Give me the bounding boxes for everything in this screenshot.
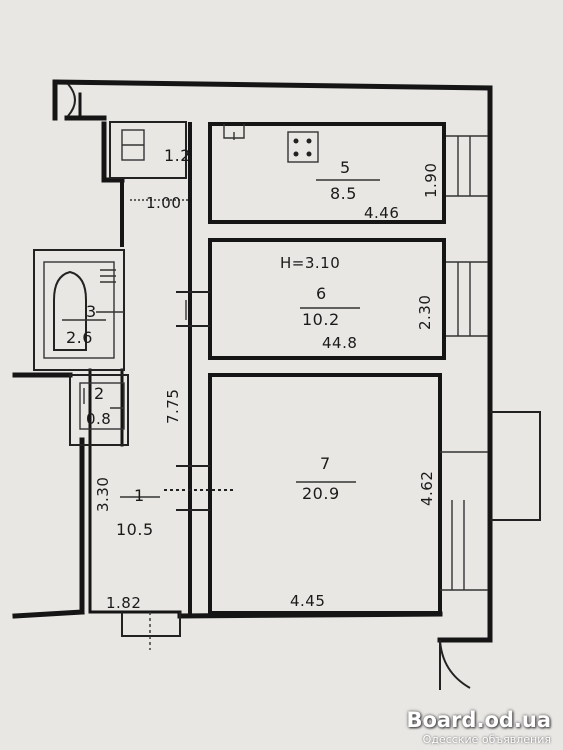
room-5-area: 8.5 bbox=[330, 184, 357, 203]
room-7-width-label: 4.62 bbox=[418, 470, 436, 506]
ceiling-height-label: H=3.10 bbox=[280, 254, 341, 272]
room-5-width-label: 1.90 bbox=[422, 162, 440, 198]
room-4-outline bbox=[109, 121, 187, 179]
room-2-area: 0.8 bbox=[86, 410, 112, 428]
exterior-walls bbox=[12, 79, 493, 643]
room-3-number: 3 bbox=[86, 302, 97, 321]
room-7-length-label: 4.45 bbox=[290, 592, 326, 610]
total-area-label: 44.8 bbox=[322, 334, 358, 352]
room-1-width-label: 1.82 bbox=[106, 594, 142, 612]
room-7-outline bbox=[208, 373, 442, 615]
corridor-width-label: 1.00 bbox=[146, 194, 182, 212]
room-5-length-label: 4.46 bbox=[364, 204, 400, 222]
room-7-number: 7 bbox=[320, 454, 331, 473]
door-openings bbox=[96, 291, 236, 650]
room-2-outline bbox=[69, 374, 129, 446]
room-5-outline bbox=[208, 122, 446, 224]
corridor-length-label: 7.75 bbox=[164, 388, 182, 424]
room-1-number: 1 bbox=[134, 486, 145, 505]
room-5-number: 5 bbox=[340, 158, 351, 177]
stove-fixture bbox=[287, 131, 319, 163]
room-6-outline bbox=[208, 238, 446, 360]
watermark-site: Board.od.ua bbox=[406, 708, 551, 732]
room-1-area: 10.5 bbox=[116, 520, 154, 539]
dimension-lines bbox=[62, 179, 380, 498]
wall-corner-top-left bbox=[67, 83, 76, 117]
corridor-walls bbox=[88, 121, 192, 614]
room-6-width-label: 2.30 bbox=[416, 294, 434, 330]
bathtub-fixture bbox=[53, 270, 87, 351]
room-1-length-label: 3.30 bbox=[94, 476, 112, 512]
watermark-caption: Одесские объявления bbox=[422, 733, 551, 746]
room-7-area: 20.9 bbox=[302, 484, 340, 503]
wall-corner-bottom-right bbox=[439, 639, 471, 689]
room-3-outline bbox=[33, 249, 125, 371]
room-2-number: 2 bbox=[94, 384, 105, 403]
balcony bbox=[490, 411, 541, 521]
room-4-area: 1.2 bbox=[164, 146, 191, 165]
room-6-number: 6 bbox=[316, 284, 327, 303]
room-3-area: 2.6 bbox=[66, 328, 93, 347]
room-6-area: 10.2 bbox=[302, 310, 340, 329]
windows bbox=[440, 135, 488, 591]
